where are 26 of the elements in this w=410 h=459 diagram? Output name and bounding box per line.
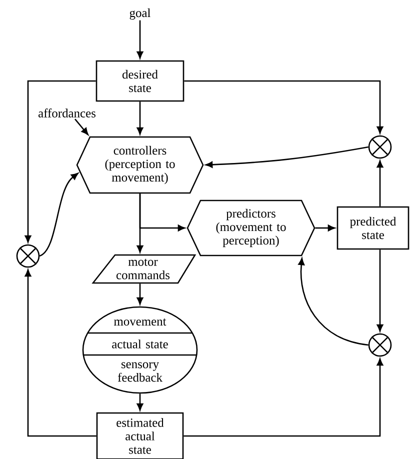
arrow <box>184 358 384 437</box>
summing-junction <box>368 333 392 357</box>
goal-label: goal <box>130 8 150 20</box>
summing-junction <box>16 244 40 268</box>
input-label: affordances <box>38 108 96 118</box>
arrow <box>24 80 96 243</box>
state-box: estimated actual state <box>96 412 184 459</box>
arrow <box>205 146 368 168</box>
arrow <box>74 118 88 136</box>
summing-junction <box>368 135 392 159</box>
arrow <box>24 269 96 437</box>
arrow <box>376 250 384 332</box>
arrow <box>39 172 78 257</box>
arrow <box>298 258 368 346</box>
state-box: predicted state <box>336 206 410 250</box>
arrow <box>376 160 384 206</box>
arrow <box>136 394 144 411</box>
arrow <box>315 224 336 232</box>
controller-hexagon: controllers (perception to movement) <box>76 136 204 194</box>
arrow <box>139 194 186 232</box>
arrow <box>136 20 144 59</box>
arrow <box>136 102 144 135</box>
arrow <box>136 284 144 305</box>
arrow <box>184 80 384 134</box>
predictor-hexagon: predictors (movement to perception) <box>186 200 316 256</box>
state-box: desired state <box>96 60 184 102</box>
